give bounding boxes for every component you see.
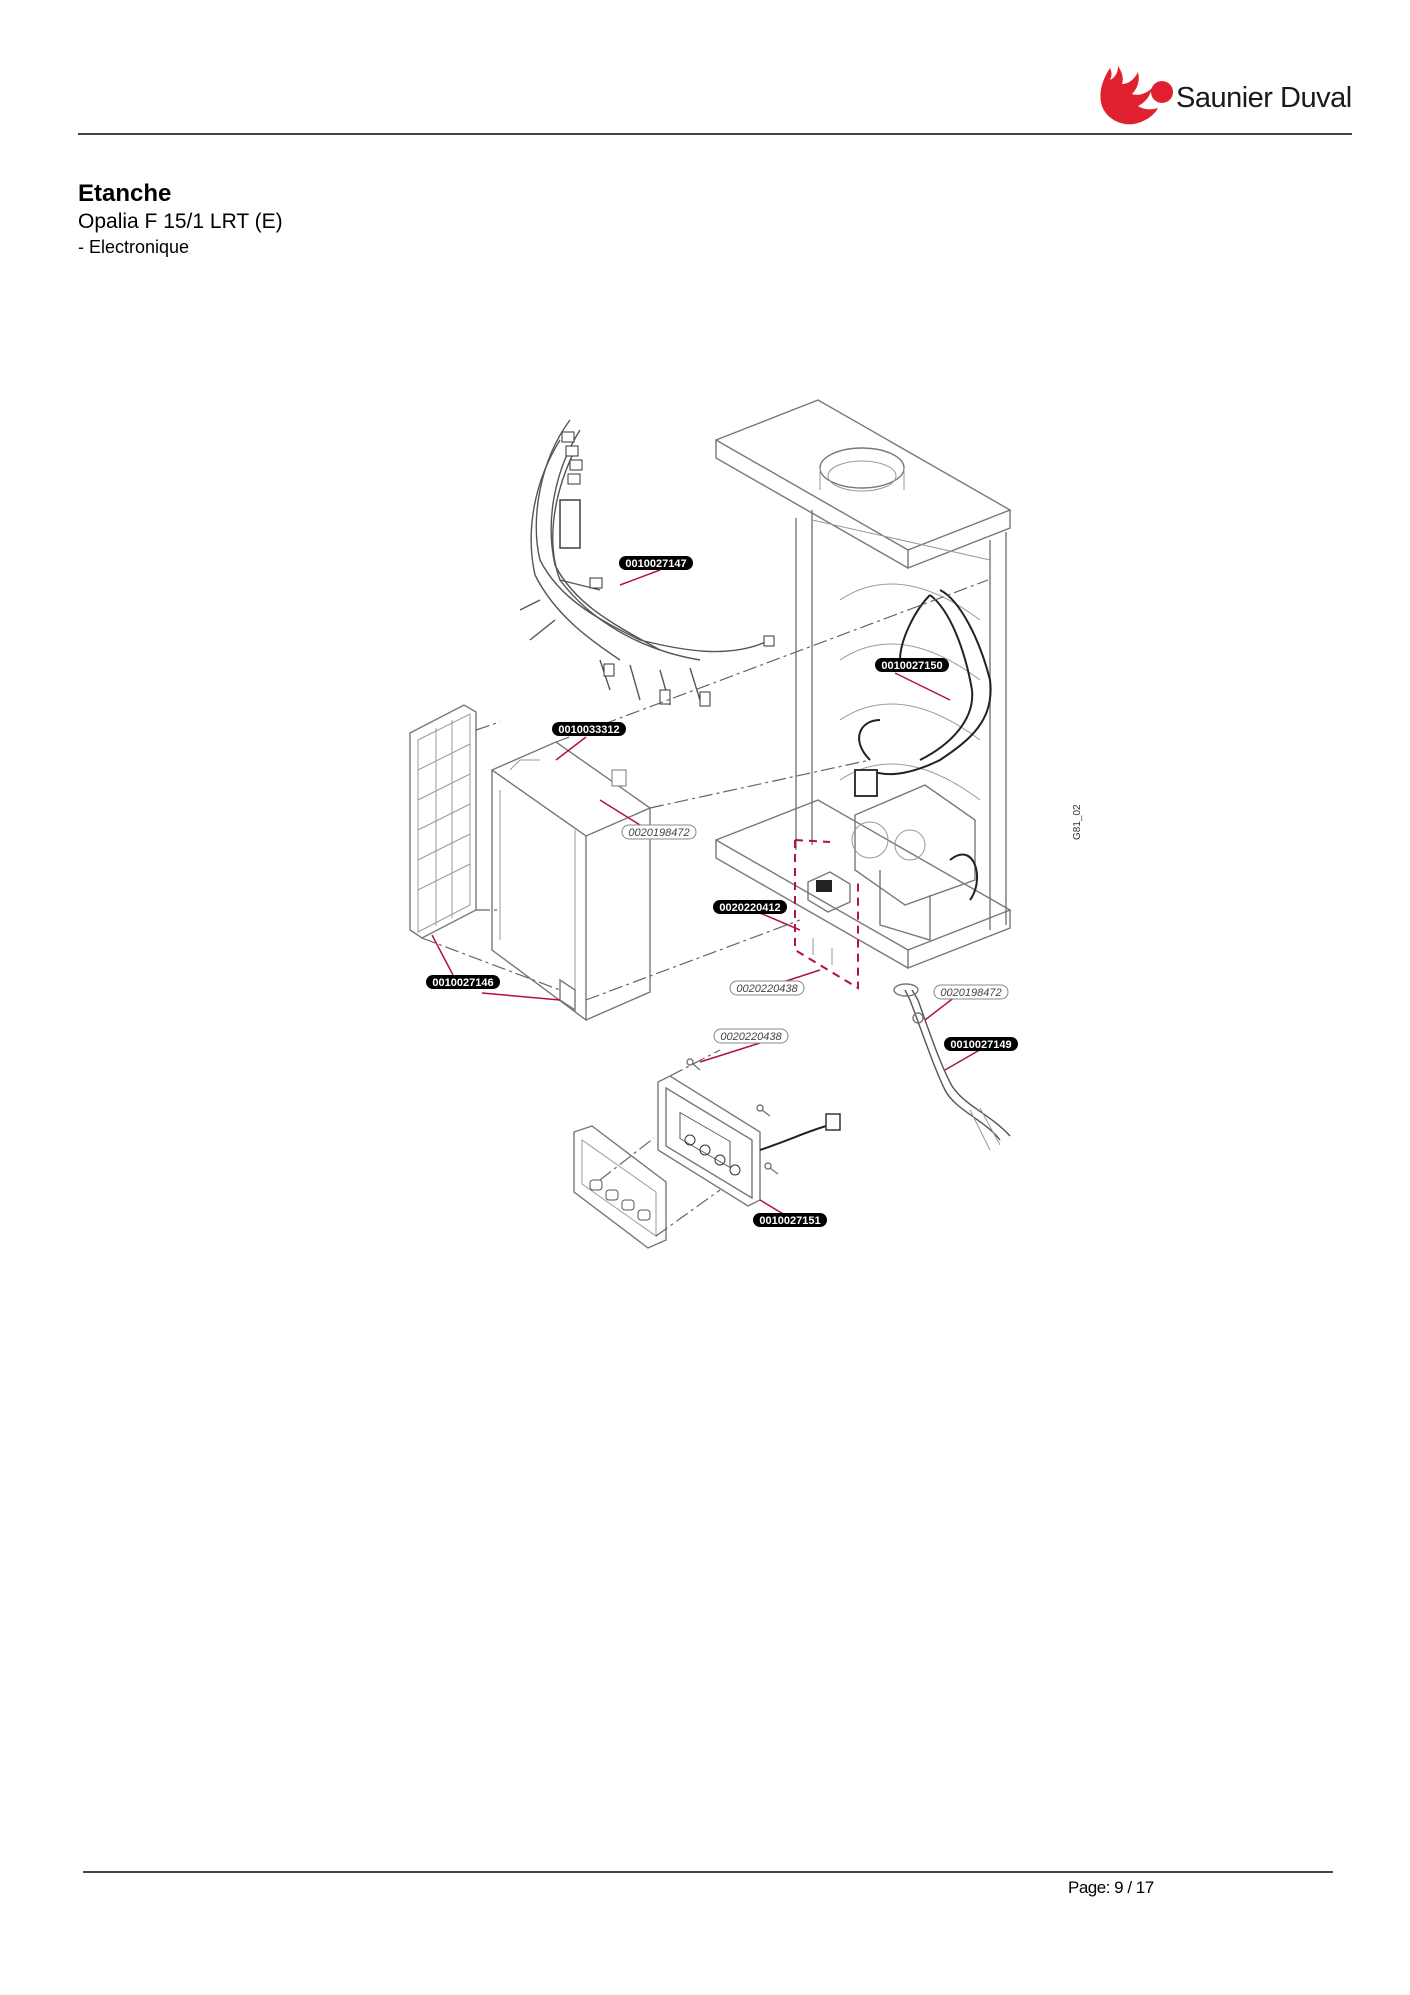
footer-divider xyxy=(83,1871,1333,1873)
part-label-text: 0010033312 xyxy=(558,724,619,736)
screws xyxy=(686,1058,779,1175)
saunier-duval-logo xyxy=(1100,66,1173,125)
figure-code: G81_02 xyxy=(1072,804,1083,840)
header-divider xyxy=(78,133,1352,135)
part-label: 0020220438 xyxy=(729,980,805,996)
wire-harness-internal xyxy=(854,589,992,901)
part-label-text: 0010027150 xyxy=(881,660,942,672)
relay-module xyxy=(794,839,859,990)
flame-hand-icon xyxy=(1100,66,1173,125)
part-label: 0010033312 xyxy=(552,722,626,736)
part-label: 0010027147 xyxy=(619,556,693,570)
part-label-text: 0020220438 xyxy=(720,1031,782,1043)
part-label-text: 0010027147 xyxy=(625,558,686,570)
brand-name: Saunier Duval xyxy=(1176,82,1352,114)
part-label-text: 0010027151 xyxy=(759,1215,820,1227)
part-label-text: 0010027149 xyxy=(950,1039,1011,1051)
part-label-text: 0010027146 xyxy=(432,977,493,989)
document-title: Etanche xyxy=(78,180,172,207)
box-cover xyxy=(409,704,576,1012)
alignment-lines xyxy=(421,579,989,1237)
part-label-text: 0020198472 xyxy=(940,987,1001,999)
part-label: 0020220412 xyxy=(713,900,787,914)
part-label-text: 0020198472 xyxy=(628,827,689,839)
part-label: 0010027149 xyxy=(944,1037,1018,1051)
sensor-cable xyxy=(893,983,1011,1151)
page-number: Page: 9 / 17 xyxy=(1068,1878,1154,1897)
section-name: - Electronique xyxy=(78,237,190,257)
part-label: 0010027151 xyxy=(753,1213,827,1227)
model-name: Opalia F 15/1 LRT (E) xyxy=(78,210,283,233)
part-label-text: 0020220438 xyxy=(736,983,798,995)
boiler-chassis xyxy=(714,399,1012,970)
part-label: 0020220438 xyxy=(713,1028,789,1044)
part-label: 0010027146 xyxy=(426,975,500,989)
part-label: 0020198472 xyxy=(933,984,1009,1000)
electronics-box xyxy=(490,741,652,1022)
wire-harness-main xyxy=(519,419,775,707)
part-label: 0010027150 xyxy=(875,658,949,672)
part-label-text: 0020220412 xyxy=(719,902,780,914)
part-label: 0020198472 xyxy=(621,824,697,840)
